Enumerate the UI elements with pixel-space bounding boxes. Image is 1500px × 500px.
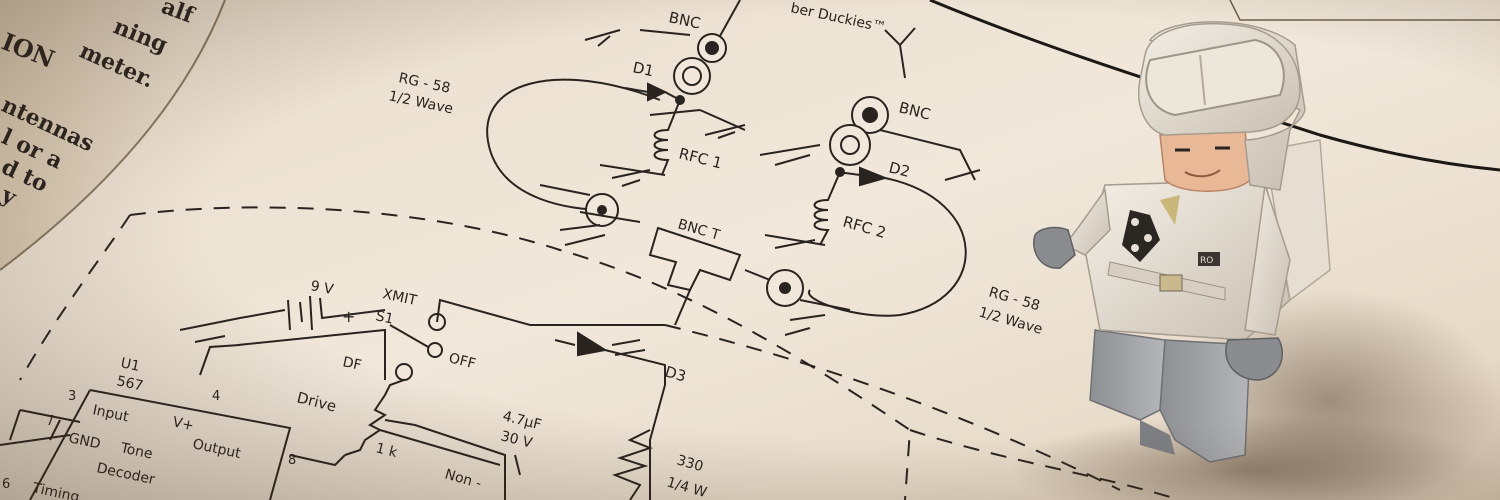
figure-collar — [1160, 195, 1180, 225]
figure-chest-badge — [1198, 252, 1220, 266]
df-label: DF — [341, 354, 363, 374]
s1-label: S1 — [374, 308, 395, 327]
figure-foot — [1140, 420, 1175, 455]
ic-tone-label: Tone — [118, 440, 154, 463]
ic-gnd-label: GND — [67, 430, 102, 452]
ic-pin8: 8 — [288, 453, 296, 468]
xmit-label: XMIT — [381, 286, 418, 309]
ic-input-label: Input — [91, 402, 130, 425]
page-corner-line — [1229, 0, 1500, 21]
minifigure: RO — [1033, 21, 1331, 463]
figure-eyes — [1175, 146, 1230, 152]
cap-voltage-label: 30 V — [499, 428, 534, 451]
antenna-right — [884, 27, 916, 79]
figure-hand-left — [1033, 226, 1076, 269]
ic-pin7: 7 — [46, 414, 54, 429]
figure-leg-left — [1089, 329, 1166, 421]
figure-arm-left — [1063, 188, 1111, 256]
schematic — [0, 0, 1181, 500]
pot-label: 1 k — [374, 440, 400, 461]
figure-arm-right — [1244, 184, 1291, 336]
plus-label: + — [342, 307, 355, 326]
ic-pin4: 4 — [212, 389, 220, 404]
page-edge — [0, 0, 226, 271]
figure-belt-buckle — [1159, 274, 1183, 292]
off-label: OFF — [447, 350, 477, 372]
ic-part-label: 567 — [115, 373, 144, 394]
resistor-value-label: 330 — [675, 452, 705, 475]
d2-label: D2 — [887, 158, 912, 181]
battery-label: 9 V — [309, 278, 335, 298]
figure-mouth — [1184, 169, 1221, 178]
figure-goggles-divider — [1199, 54, 1206, 106]
d1-label: D1 — [631, 58, 655, 80]
ic-vplus-label: V+ — [171, 414, 195, 434]
d3-label: D3 — [663, 363, 688, 386]
figure-chest-mark: RO — [1200, 256, 1213, 266]
ic-pin3: 3 — [68, 389, 76, 404]
figure-goggles — [1145, 38, 1285, 117]
left-book-page — [0, 0, 225, 270]
ic-pin6: 6 — [2, 477, 10, 492]
figure-face — [1159, 129, 1251, 192]
figure-hand-right — [1225, 337, 1283, 381]
ic-ref-label: U1 — [119, 355, 141, 375]
